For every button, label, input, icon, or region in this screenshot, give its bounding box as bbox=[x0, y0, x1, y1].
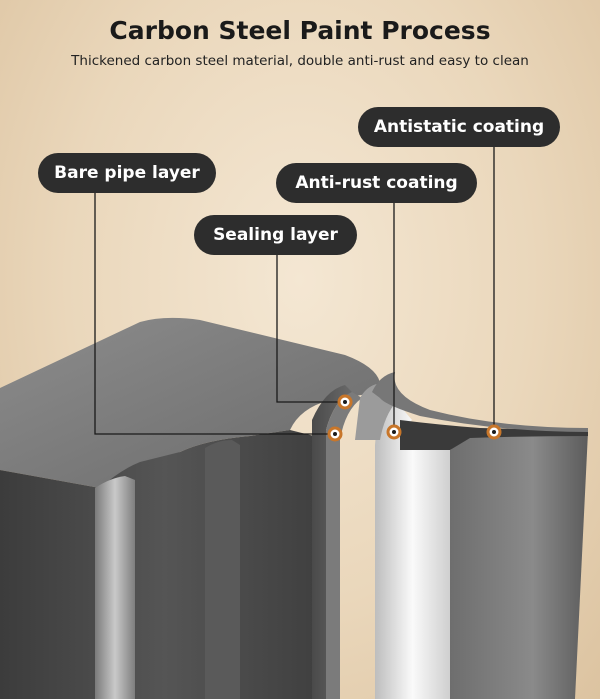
profile-rib-2 bbox=[205, 440, 240, 699]
antistatic-outer-curve bbox=[372, 372, 588, 432]
sealing-layer-edge bbox=[312, 385, 352, 699]
marker-anti-rust-dot bbox=[386, 424, 402, 440]
marker-sealing-dot bbox=[337, 394, 353, 410]
marker-bare-pipe-dot bbox=[327, 426, 343, 442]
label-sealing-layer: Sealing layer bbox=[194, 215, 357, 255]
label-anti-rust-coating: Anti-rust coating bbox=[276, 163, 477, 203]
label-antistatic-coating: Antistatic coating bbox=[358, 107, 560, 147]
label-bare-pipe-layer: Bare pipe layer bbox=[38, 153, 216, 193]
antistatic-layer-edge bbox=[450, 431, 588, 699]
leader-line-bare-pipe bbox=[94, 193, 335, 435]
page-title: Carbon Steel Paint Process bbox=[109, 16, 491, 45]
bare-pipe-layer-edge bbox=[326, 392, 362, 699]
marker-antistatic-dot bbox=[486, 424, 502, 440]
anti-rust-layer-edge bbox=[375, 400, 450, 699]
profile-rib bbox=[95, 476, 135, 699]
page-subtitle: Thickened carbon steel material, double … bbox=[71, 53, 529, 69]
profile-front-body bbox=[0, 430, 330, 699]
leader-line-sealing bbox=[276, 255, 345, 403]
